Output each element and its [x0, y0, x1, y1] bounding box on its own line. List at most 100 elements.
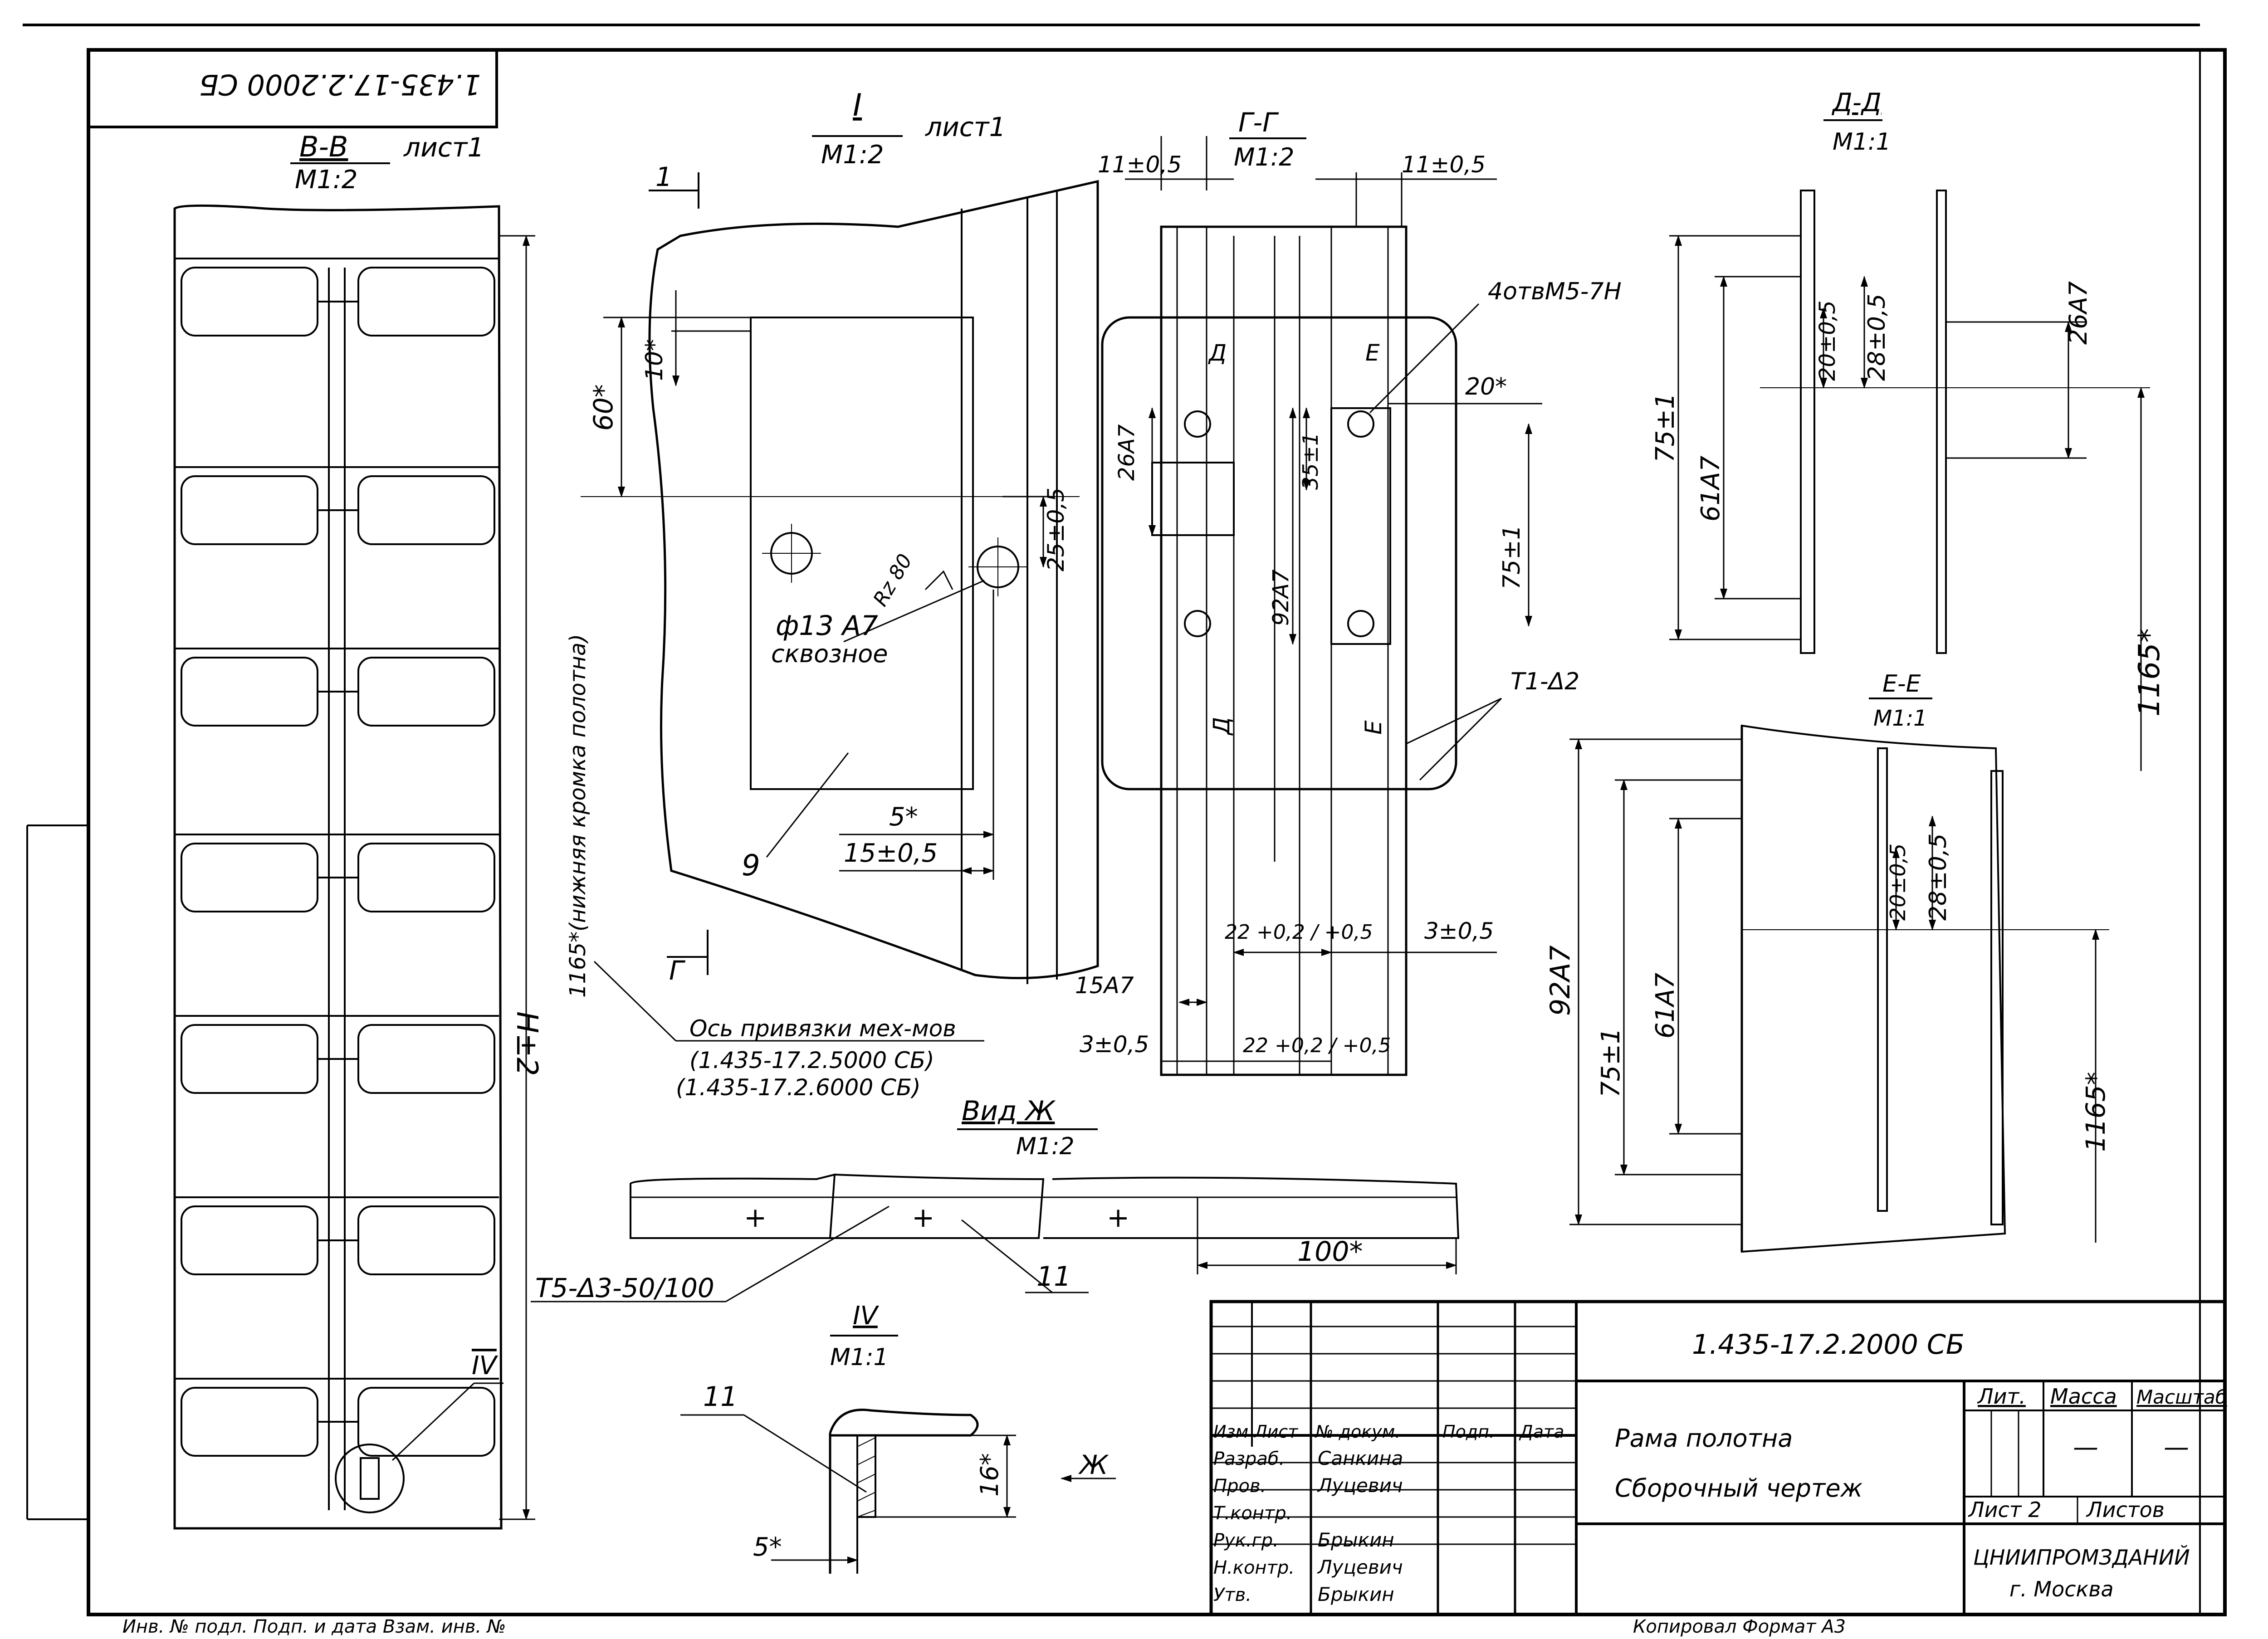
- title-block-role: Утв.: [1213, 1585, 1251, 1605]
- view-vv-dim-h: H±2: [510, 1011, 543, 1076]
- plus-mark-3: +: [1107, 1202, 1129, 1234]
- view-ee-dim-1165: 1165*: [2080, 1072, 2111, 1152]
- view-gg-mark-d2: Д: [1208, 717, 1235, 736]
- view-gg-holes-note: 4отвМ5-7Н: [1488, 278, 1622, 305]
- view-iv-dim-16: 16*: [975, 1453, 1004, 1497]
- title-block-lit: Лит.: [1977, 1384, 2026, 1409]
- view-gg-dim-15: 15А7: [1075, 972, 1134, 999]
- view-ee-dim-61: 61А7: [1651, 972, 1680, 1039]
- vv-panel-right: [357, 267, 495, 337]
- title-block-role: Рук.гр.: [1213, 1530, 1279, 1551]
- view-dd-dim-75: 75±1: [1651, 393, 1680, 463]
- view-gg-mark-e1: Е: [1365, 340, 1380, 366]
- title-block-name-2: Сборочный чертеж: [1615, 1474, 1863, 1502]
- view-gg-dim-11-right: 11±0,5: [1402, 151, 1486, 178]
- view-t-dim-10: 10*: [641, 339, 668, 381]
- section-marker-g: Г: [669, 955, 686, 986]
- view-ee-dim-92: 92А7: [1545, 945, 1576, 1016]
- view-gg-dim-11-left: 11±0,5: [1098, 151, 1182, 178]
- vv-panel-right: [357, 657, 495, 727]
- axis-ref-2: (1.435-17.2.6000 СБ): [676, 1074, 921, 1101]
- view-iv: IV М1:1 16* Ж 5* 11: [680, 1301, 1116, 1574]
- view-gg-title: Г-Г: [1238, 107, 1279, 138]
- corner-code-box: 1.435-17.2.2000 СБ: [87, 49, 498, 128]
- part-9-label: 9: [742, 849, 760, 883]
- view-ee-dim-75: 75±1: [1596, 1028, 1626, 1098]
- callout-iv-circle: [335, 1444, 405, 1513]
- title-block-sheet: Лист 2: [1968, 1498, 2041, 1522]
- view-iv-part-11: 11: [703, 1381, 738, 1413]
- view-dd-dim-26: 26А7: [2064, 281, 2092, 345]
- view-t-scale: М1:2: [821, 140, 884, 170]
- vv-panel-right: [357, 843, 495, 912]
- roughness-symbol: Rz 80: [869, 550, 917, 610]
- view-gg-dim-22a: 22 +0,2 / +0,5: [1225, 921, 1373, 944]
- view-gg-dim-75: 75±1: [1498, 525, 1525, 590]
- view-zh-part-11: 11: [1036, 1261, 1071, 1293]
- title-block-role: Разраб.: [1213, 1449, 1285, 1469]
- callout-iv-label: IV: [472, 1351, 499, 1380]
- view-t-break-outline: [648, 180, 1099, 980]
- vv-panel-right: [357, 475, 495, 545]
- title-block-doc-code: 1.435-17.2.2000 СБ: [1692, 1329, 1965, 1361]
- vv-panel-left: [181, 657, 318, 727]
- title-block-col-header: Подп.: [1442, 1422, 1495, 1442]
- part-9-plate: [750, 317, 974, 790]
- view-t: I лист1 М1:2 10* 60* 25±0,5 5* 15±0,5 ф1…: [565, 88, 1099, 1101]
- vv-panel-left: [181, 843, 318, 912]
- view-zh-title: Вид Ж: [962, 1095, 1056, 1127]
- vv-panel-left: [181, 1024, 318, 1094]
- view-t-dim-60: 60*: [588, 384, 619, 431]
- title-block-signer: Луцевич: [1317, 1556, 1403, 1578]
- title-block-sheets: Листов: [2086, 1498, 2165, 1522]
- view-gg-mark-e2: Е: [1360, 720, 1387, 735]
- title-block-role: Н.контр.: [1213, 1557, 1295, 1578]
- title-block-role: Пров.: [1213, 1476, 1266, 1497]
- view-dd-dim-61: 61А7: [1696, 455, 1725, 522]
- title-block-col-header: Изм: [1213, 1422, 1248, 1442]
- plus-mark-2: +: [912, 1202, 934, 1234]
- vv-panel-left: [181, 1205, 318, 1275]
- view-gg-dim-3a: 3±0,5: [1424, 918, 1494, 944]
- hole-label-2: сквозное: [771, 639, 888, 668]
- title-block-signer: Брыкин: [1318, 1529, 1394, 1551]
- bottom-left-note: Инв. № подл. Подп. и дата Взам. инв. №: [122, 1616, 506, 1637]
- view-dd: Д-Д М1:1 75±1 61А7 20±0,5 28±0,5 26А7 11…: [1651, 88, 2166, 771]
- vv-panels: [175, 258, 499, 1457]
- view-dd-dim-28: 28±0,5: [1863, 294, 1891, 381]
- view-gg: Г-Г М1:2 11±0,5 11±0,5 4отвМ5-7Н 20* 26А…: [1075, 107, 1622, 1076]
- view-gg-dim-92: 92А7: [1268, 569, 1294, 626]
- view-iv-scale: М1:1: [830, 1344, 889, 1371]
- title-block-signer: Санкина: [1318, 1447, 1403, 1469]
- view-vv-sheet-ref: лист1: [403, 132, 484, 163]
- bottom-right-note: Копировал Формат А3: [1633, 1616, 1846, 1637]
- view-gg-dim-3b: 3±0,5: [1080, 1031, 1149, 1058]
- vv-panel-left: [181, 1387, 318, 1457]
- view-ee: Е-Е М1:1 92А7 75±1 61А7 20±0,5 28±0,5 11…: [1545, 670, 2111, 1253]
- view-iv-title: IV: [853, 1301, 880, 1331]
- sheet-frame: [23, 24, 2227, 1616]
- view-iv-arrow-zh: Ж: [1078, 1449, 1109, 1480]
- section-marker-1: 1: [655, 161, 672, 192]
- view-ee-scale: М1:1: [1873, 706, 1927, 731]
- title-block-city: г. Москва: [2009, 1577, 2114, 1601]
- view-iv-dim-5: 5*: [753, 1532, 782, 1562]
- view-t-title: I: [853, 88, 862, 123]
- corner-code-text: 1.435-17.2.2000 СБ: [199, 68, 481, 101]
- title-block-org: ЦНИИПРОМЗДАНИЙ: [1973, 1545, 2190, 1570]
- view-zh-dim-100: 100*: [1297, 1236, 1363, 1268]
- view-vv-title: В-В: [299, 130, 348, 163]
- vv-panel-left: [181, 267, 318, 337]
- view-gg-scale: М1:2: [1234, 143, 1295, 171]
- axis-ref-1: (1.435-17.2.5000 СБ): [689, 1047, 934, 1073]
- view-zh: Вид Ж М1:2 + + + 100* Т5-Δ3-50/100 11: [531, 1095, 1460, 1303]
- view-gg-dim-26: 26А7: [1114, 424, 1139, 481]
- title-block-role: Т.контр.: [1213, 1503, 1292, 1524]
- view-gg-dim-20: 20*: [1465, 373, 1507, 400]
- axis-note: 1165*(нижняя кромка полотна): [565, 634, 591, 998]
- view-zh-weld: Т5-Δ3-50/100: [535, 1273, 714, 1303]
- view-t-dim-25: 25±0,5: [1043, 488, 1069, 571]
